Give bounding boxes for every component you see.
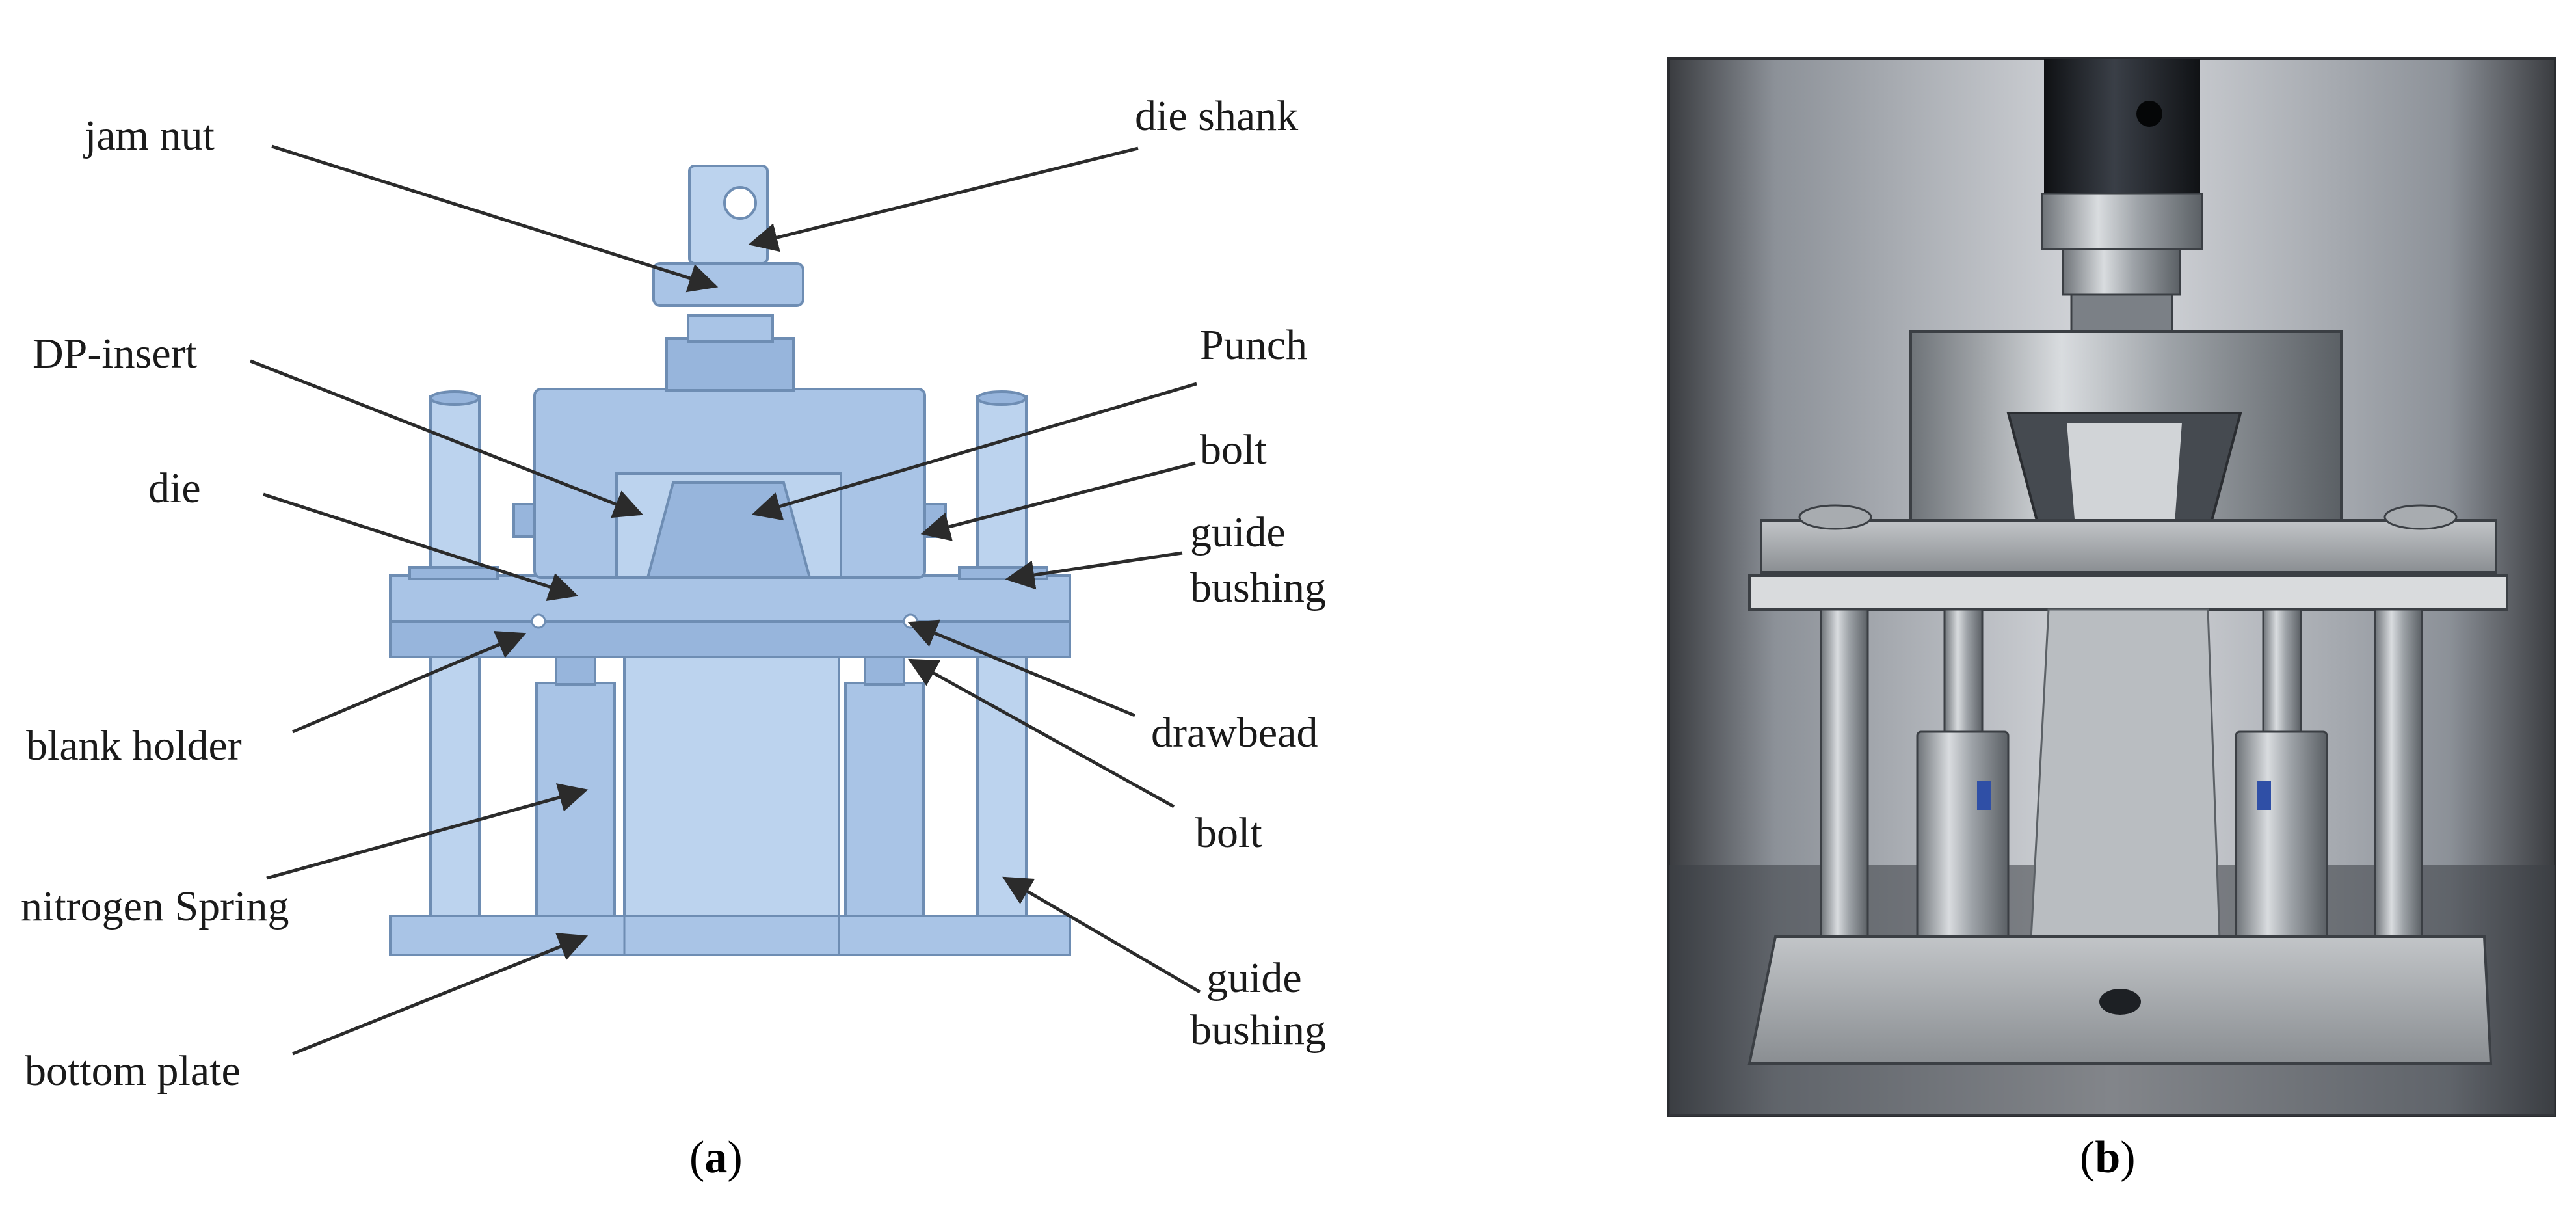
panel-a-labels: jam nut die shank DP-insert Punch bolt d…	[21, 92, 1326, 1095]
jam-nut-shape	[652, 262, 804, 307]
label-die: die	[148, 464, 201, 512]
label-die-shank: die shank	[1135, 92, 1298, 140]
nitrogen-spring-photo-left	[1916, 730, 2010, 971]
lower-die-block	[623, 656, 840, 917]
label-bottom-plate: bottom plate	[25, 1047, 241, 1095]
nitrogen-spring-photo-right	[2235, 730, 2328, 971]
nitrogen-spring-right	[844, 682, 925, 917]
label-drawbead: drawbead	[1151, 709, 1318, 757]
caption-a: (a)	[689, 1132, 743, 1183]
label-guide-bushing-lower-line1: guide	[1206, 954, 1302, 1002]
punch-shape	[646, 481, 812, 579]
label-guide-bushing-upper-line1: guide	[1190, 509, 1286, 556]
press-ram	[2044, 59, 2200, 195]
blank-holder-shape	[389, 574, 1071, 623]
label-bolt-upper: bolt	[1200, 426, 1267, 474]
label-nitrogen-spring: nitrogen Spring	[21, 883, 289, 930]
label-dp-insert: DP-insert	[33, 330, 197, 377]
label-guide-bushing-lower-line2: bushing	[1190, 1006, 1326, 1054]
bottom-plate-shape	[389, 915, 1071, 956]
panel-a-arrows	[250, 144, 1201, 1056]
panel-a-cad-drawing	[389, 165, 1071, 956]
label-guide-bushing-upper-line2: bushing	[1190, 564, 1326, 611]
caption-b: (b)	[2080, 1132, 2136, 1183]
guide-pillar-photo-right	[2374, 608, 2423, 962]
label-punch: Punch	[1200, 321, 1307, 369]
guide-pillar-photo-left	[1820, 608, 1869, 962]
label-bolt-lower: bolt	[1195, 809, 1262, 857]
label-blank-holder: blank holder	[26, 722, 242, 770]
label-jam-nut: jam nut	[83, 112, 215, 159]
panel-b-photograph	[1667, 57, 2556, 1117]
